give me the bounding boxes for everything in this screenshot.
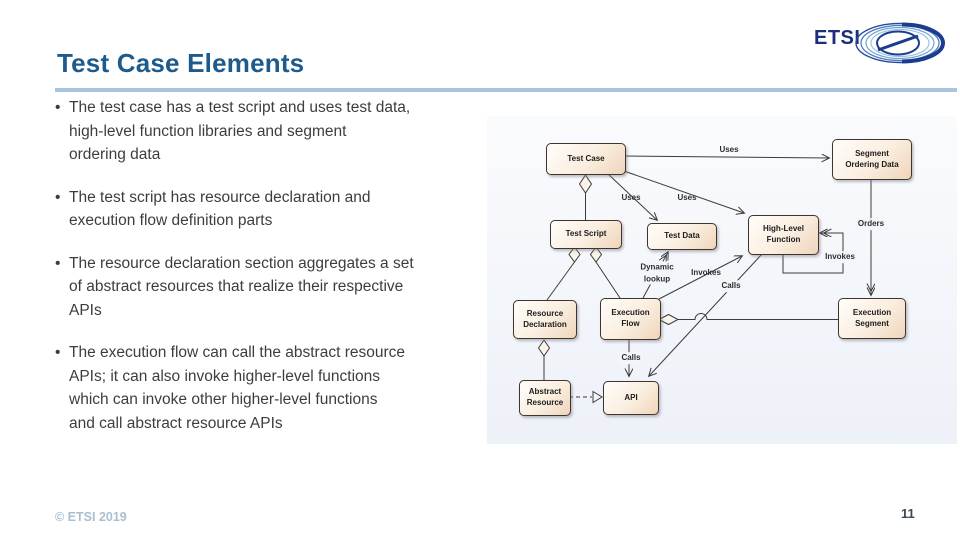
title-underline <box>55 88 957 92</box>
diagram-panel: Test Case Segment Ordering Data Test Scr… <box>487 116 957 444</box>
bullet-item: The test script has resource declaration… <box>55 186 473 233</box>
node-segment-ordering-data: Segment Ordering Data <box>832 139 912 180</box>
edge-label-uses-hlf: Uses <box>677 193 697 203</box>
node-test-script: Test Script <box>550 220 622 249</box>
bullet-item: The resource declaration section aggrega… <box>55 252 473 323</box>
bullet-list: The test case has a test script and uses… <box>55 96 473 454</box>
bullet-item: The execution flow can call the abstract… <box>55 341 473 435</box>
page-number: 11 <box>901 506 915 521</box>
node-resource-declaration: Resource Declaration <box>513 300 577 339</box>
edge-testscript-resourcedecl <box>546 246 581 301</box>
etsi-logo-text: ETSI <box>814 27 861 49</box>
node-test-case: Test Case <box>546 143 626 175</box>
edge-resourcedecl-abstractresource <box>537 339 551 380</box>
edge-uses-hlf <box>623 170 744 213</box>
edge-invokes-function-self <box>782 233 844 274</box>
diagram-connectors <box>537 116 957 404</box>
edge-label-calls-flow-api: Calls <box>619 352 643 364</box>
edge-label-calls-function-api: Calls <box>719 280 743 292</box>
node-test-data: Test Data <box>647 223 717 250</box>
edge-testscript-execflow <box>589 246 621 299</box>
edge-label-uses-sod: Uses <box>719 145 739 155</box>
edge-execflow-execsegment <box>657 313 838 326</box>
edge-invokes-flow-function <box>658 256 742 300</box>
footer-copyright: © ETSI 2019 <box>55 510 127 524</box>
edge-testcase-testscript <box>578 174 593 220</box>
edge-label-invokes-flow-function: Invokes <box>691 268 721 278</box>
edge-uses-testdata <box>606 172 657 220</box>
edge-abstractresource-api <box>569 390 603 404</box>
etsi-logo: ETSI <box>814 16 956 68</box>
node-execution-segment: Execution Segment <box>838 298 906 339</box>
page-title: Test Case Elements <box>57 48 305 78</box>
node-high-level-function: High-Level Function <box>748 215 819 255</box>
edge-label-uses-testdata: Uses <box>621 193 641 203</box>
etsi-globe-icon <box>855 22 945 64</box>
edge-label-dynamic-lookup: Dynamic lookup <box>638 261 676 285</box>
edge-label-orders: Orders <box>855 218 887 230</box>
node-execution-flow: Execution Flow <box>600 298 661 340</box>
node-api: API <box>603 381 659 415</box>
edge-label-invokes-function-self: Invokes <box>823 251 857 263</box>
node-abstract-resource: Abstract Resource <box>519 380 571 416</box>
edge-uses-sod <box>623 156 829 158</box>
bullet-item: The test case has a test script and uses… <box>55 96 473 167</box>
